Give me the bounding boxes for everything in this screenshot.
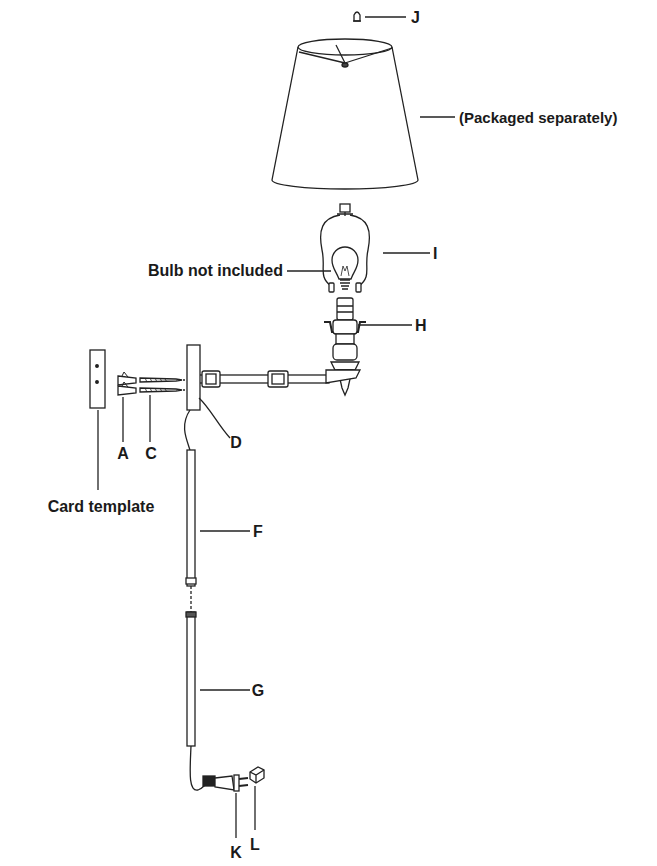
part-label: K: [230, 845, 242, 861]
part-label: I: [433, 246, 437, 262]
part-label: J: [411, 10, 420, 26]
part-label: L: [250, 837, 260, 853]
part-label: Card template: [48, 499, 155, 515]
part-label: Bulb not included: [148, 263, 283, 279]
part-label: (Packaged separately): [459, 110, 617, 125]
part-label: A: [117, 446, 129, 462]
part-label: H: [415, 318, 427, 334]
part-label: G: [252, 683, 264, 699]
part-label: D: [230, 435, 242, 451]
part-label: F: [253, 524, 263, 540]
part-label: C: [145, 446, 157, 462]
